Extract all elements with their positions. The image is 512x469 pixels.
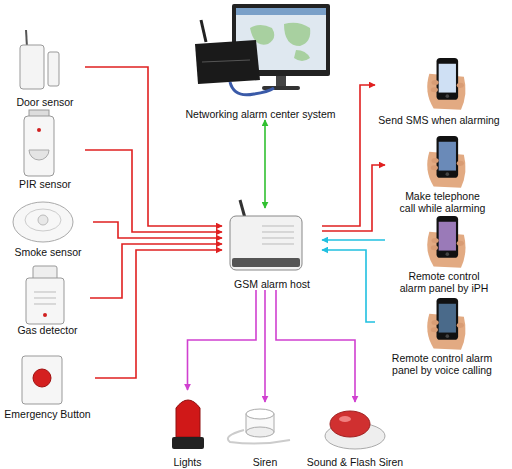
device-node: Siren [220,402,310,468]
siren-top [246,409,274,419]
device-node: GSM alarm host [222,208,322,290]
lens-dome [29,150,49,160]
sensor-body [24,116,54,176]
vent-line [34,298,56,299]
antenna-line [26,30,27,47]
led-dot [43,313,47,317]
gas-detector-icon [26,266,64,324]
call-phone-icon [427,136,465,188]
signal-arrow [322,165,385,231]
map-land [294,50,310,61]
device-caption: Send SMS when alarming [378,114,499,126]
device-caption: GSM alarm host [234,278,310,290]
window-bar [236,8,326,15]
light-icon [172,400,204,449]
vent-line [34,292,56,293]
device-node: Door sensor [5,30,85,108]
detector-body [13,202,73,242]
detector-body [26,278,64,324]
signal-arrow [85,150,222,232]
device-node: Networking alarm center system [178,2,343,120]
device-node: Gas detector [5,262,90,336]
device-caption: Networking alarm center system [186,108,336,120]
device-node: Make telephone call while alarming [385,132,500,214]
vent-line [262,244,294,245]
device-node: PIR sensor [5,110,85,190]
dome-highlight [339,416,351,422]
antenna-line [240,200,245,218]
monitor-neck [276,76,286,86]
device-node: Lights [160,390,215,468]
device-caption: Remote control alarm panel by iPH [398,270,490,294]
signal-arrow [93,222,222,238]
signal-arrow [322,250,375,322]
pir-sensor-icon [24,110,54,176]
magnet-body [48,52,59,86]
signal-arrow [264,120,266,208]
device-caption: Remote control alarm panel by voice call… [390,352,494,376]
antenna-line [201,20,206,42]
device-node: Sound & Flash Siren [302,402,408,468]
signal-arrow [322,85,375,226]
device-caption: PIR sensor [19,178,71,190]
siren-icon [228,409,290,444]
device-node: Send SMS when alarming [375,47,503,126]
button-knob [33,369,51,387]
device-caption: Gas detector [17,324,77,336]
device-caption: Door sensor [16,96,73,108]
device-node: Remote control alarm panel by voice call… [375,294,509,376]
device-node: Smoke sensor [3,196,93,258]
detector-ring [25,209,61,231]
sms-phone-icon [427,58,465,110]
flash-dome [330,411,370,437]
signal-arrow [85,67,222,226]
vent-line [262,238,294,239]
vent-line [34,304,56,305]
signal-arrow [90,244,222,298]
device-node: Remote control alarm panel by iPH [385,212,503,294]
serial-cable [230,82,274,95]
signal-arrow [276,290,355,402]
device-caption: Lights [173,456,201,468]
button-plate [22,356,62,404]
signal-arrow [188,290,257,390]
modem-stripe [202,60,250,62]
sensor-body [20,45,44,89]
app-phone-icon [427,216,465,268]
signal-arrow [264,290,266,402]
device-caption: Smoke sensor [14,246,81,258]
device-caption: Emergency Button [4,408,90,420]
siren-bottom [246,427,274,437]
host-body [230,216,302,270]
device-caption: Siren [253,456,278,468]
map-land [284,23,310,46]
signal-arrow [95,250,222,378]
emergency-button-icon [22,356,62,404]
device-caption: Sound & Flash Siren [307,456,403,468]
flash-siren-icon [325,411,385,449]
alarm-center-icon [195,4,330,95]
door-sensor-icon [20,30,59,89]
device-caption: Make telephone call while alarming [398,190,488,214]
led-dot [37,128,41,132]
beacon-base [172,437,204,449]
vent-line [262,232,294,233]
smoke-sensor-icon [13,202,73,242]
dial-phone-icon [427,298,465,350]
detector-center [38,215,48,225]
vent-line [262,226,294,227]
signal-arrow [322,239,385,241]
keypad-strip [232,258,300,267]
modem-box [195,40,260,84]
beacon-dome [176,400,200,437]
device-node: Emergency Button [0,350,95,420]
gsm-host-icon [230,200,302,270]
